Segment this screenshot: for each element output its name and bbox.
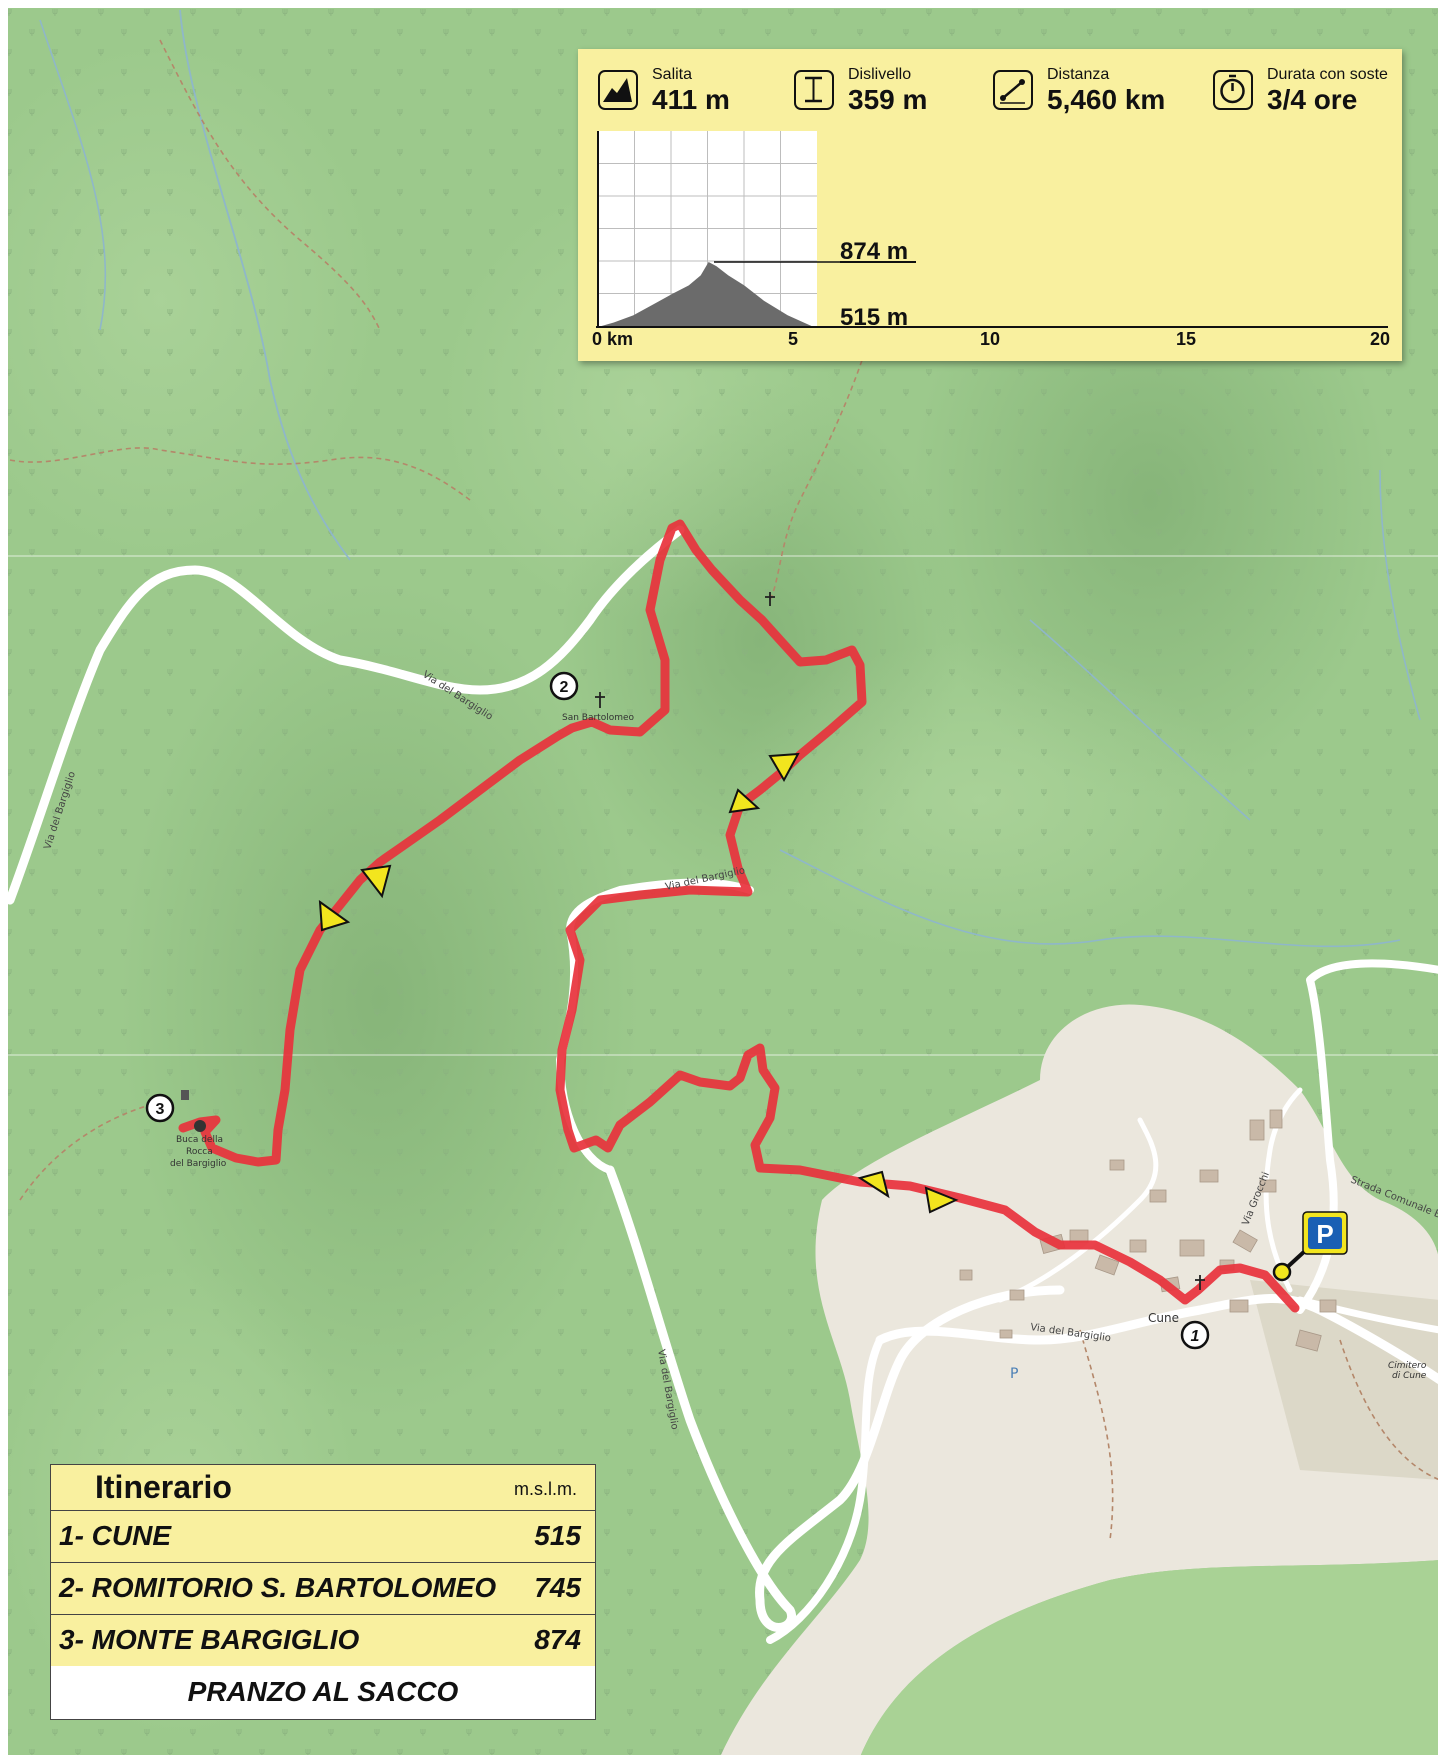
stream [1379, 469, 1421, 721]
stop-name: 3- MONTE BARGIGLIO [59, 1624, 360, 1655]
cemetery-label: di Cune [1392, 1371, 1427, 1381]
parking-marker[interactable]: P [1272, 1211, 1348, 1282]
distance-icon [993, 70, 1033, 110]
height-difference-icon [794, 70, 834, 110]
stopwatch-icon [1213, 70, 1253, 110]
stream [179, 9, 351, 561]
stop-altitude: 745 [534, 1572, 581, 1603]
waypoint-marker-1[interactable]: 1 [1180, 1320, 1210, 1350]
poi-label-buca: Rocca [186, 1147, 213, 1157]
stat-value: 411 m [652, 84, 730, 115]
direction-arrow-icon [768, 752, 800, 783]
road-via-del-bargiglio-south [605, 1165, 1065, 1632]
meadow-area [860, 1560, 1440, 1757]
stop-altitude: 515 [534, 1520, 581, 1551]
church-icon [595, 692, 605, 708]
itinerary-title: Itinerario [95, 1469, 232, 1505]
max-elevation-label: 874 m [840, 238, 908, 265]
waypoint-marker-2[interactable]: 2 [549, 671, 579, 701]
itinerary-row: 1- CUNE 515 [51, 1510, 595, 1563]
stop-name: 2- ROMITORIO S. BARTOLOMEO [59, 1572, 497, 1603]
poi-label-buca: del Bargiglio [170, 1159, 227, 1169]
road-strada-comunale [1296, 1296, 1440, 1334]
itinerary-row: 3- MONTE BARGIGLIO 874 [51, 1614, 595, 1667]
direction-arrow-icon [728, 788, 761, 814]
lunch-note: PRANZO AL SACCO [51, 1666, 595, 1719]
elevation-area [598, 262, 814, 327]
elevation-profile-chart: 874 m 515 m 0 km 5 10 15 20 [592, 131, 1390, 349]
stat-value: 5,460 km [1047, 84, 1166, 115]
stat-label: Durata con soste [1267, 66, 1388, 83]
stat-label: Salita [652, 66, 693, 83]
church-icon [1195, 1275, 1205, 1290]
road-village-inner [997, 1117, 1159, 1303]
stat-label: Distanza [1047, 66, 1110, 83]
x-tick-label: 5 [788, 329, 798, 349]
cemetery-label: Cimitero [1388, 1361, 1427, 1371]
stat-value: 3/4 ore [1267, 84, 1358, 115]
stop-name: 1- CUNE [59, 1520, 172, 1551]
stop-altitude: 874 [534, 1624, 581, 1655]
stream [779, 849, 1401, 948]
footpath [769, 299, 881, 601]
footpath [9, 447, 471, 501]
direction-arrow-icon [924, 1186, 959, 1214]
road-village [875, 1293, 1440, 1385]
stream [1029, 619, 1251, 821]
x-tick-label: 20 [1370, 329, 1390, 349]
meadow-area [1250, 1280, 1440, 1480]
stat-label: Dislivello [848, 66, 912, 83]
footpath [159, 39, 381, 331]
x-tick-label: 0 km [592, 329, 633, 349]
waypoint-marker-3[interactable]: 3 [145, 1093, 175, 1123]
cave-icon [194, 1120, 206, 1132]
waypoint-number: 1 [1191, 1328, 1200, 1345]
small-parking-icon: P [1010, 1366, 1018, 1382]
route-direction-arrows [318, 752, 959, 1214]
waypoint-number: 3 [156, 1101, 165, 1118]
poi-label-buca: Buca della [176, 1135, 223, 1145]
road-south-west [766, 1336, 884, 1644]
footpath [1339, 1339, 1440, 1481]
direction-arrow-icon [318, 899, 351, 932]
lunch-text: PRANZO AL SACCO [187, 1676, 459, 1707]
village-area [720, 1004, 1440, 1757]
church-icon [765, 592, 775, 606]
mountain-icon [598, 70, 638, 110]
direction-arrow-icon [857, 1170, 890, 1199]
stream [39, 19, 107, 331]
village-label: Cune [1148, 1311, 1179, 1325]
poi-label-san-bartolomeo: San Bartolomeo [562, 713, 635, 723]
waypoint-number: 2 [560, 679, 569, 696]
direction-arrow-icon [360, 864, 392, 899]
itinerary-header: Itinerario m.s.l.m. [51, 1465, 595, 1511]
x-tick-label: 15 [1176, 329, 1196, 349]
road-via-grocchi [1263, 1087, 1303, 1293]
altitude-unit: m.s.l.m. [514, 1479, 577, 1499]
route-stats-panel: Salita 411 m Dislivello 359 m [578, 49, 1402, 361]
itinerary-table: Itinerario m.s.l.m. 1- CUNE 515 2- ROMIT… [50, 1464, 596, 1720]
parking-icon: P [1316, 1219, 1333, 1249]
x-tick-label: 10 [980, 329, 1000, 349]
stat-value: 359 m [848, 84, 928, 115]
road-via-del-bargiglio-north [5, 525, 685, 905]
tower-icon [181, 1090, 189, 1100]
itinerary-row: 2- ROMITORIO S. BARTOLOMEO 745 [51, 1562, 595, 1615]
